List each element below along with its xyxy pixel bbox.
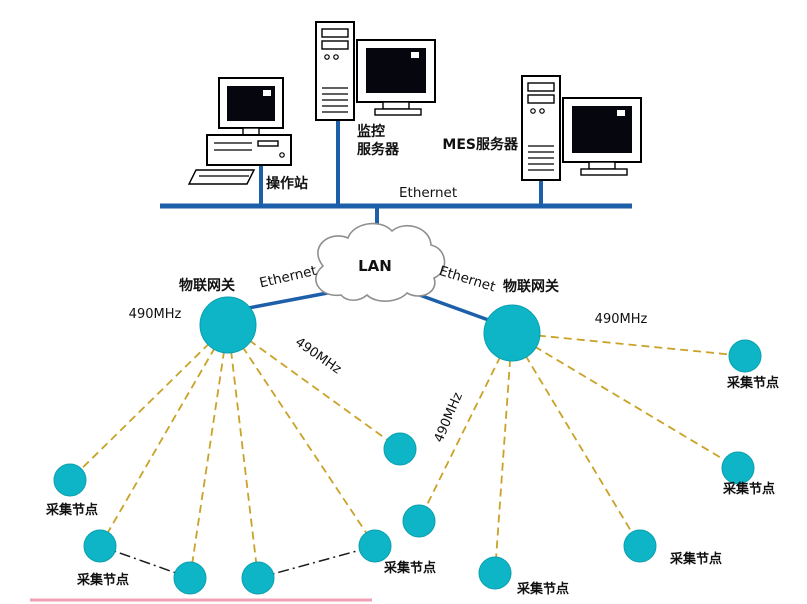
- sensor-nodes: [53, 339, 762, 595]
- wireless-link: [189, 324, 229, 579]
- server-tower-details: [321, 28, 349, 113]
- cloud-to-left-gateway-line: [242, 289, 339, 311]
- sensor-node-label: 采集节点: [383, 560, 436, 576]
- wireless-490mhz-links: [69, 324, 746, 579]
- freq-label-left-diagonal: 490MHz: [292, 335, 344, 378]
- wireless-link: [511, 332, 739, 469]
- desktop-case-details: [214, 140, 285, 158]
- wireless-link: [511, 332, 641, 547]
- mesh-links: [99, 545, 376, 579]
- monitor-neck: [242, 127, 260, 136]
- sensor-node: [358, 529, 392, 563]
- cloud-to-right-gateway-line: [413, 291, 495, 324]
- sensor-node-label: 采集节点: [45, 502, 98, 518]
- monitor-server-icon: [315, 21, 436, 121]
- sensor-node: [623, 529, 657, 563]
- wireless-link: [494, 332, 513, 574]
- wireless-link: [511, 332, 746, 357]
- operator-station-icon: [187, 77, 292, 185]
- iot-gateway-left-node: [199, 296, 257, 354]
- ethernet-wired-links: [160, 120, 632, 324]
- sensor-node-label: 采集节点: [722, 481, 775, 497]
- iot-gateway-right-node: [483, 304, 541, 362]
- lan-label: LAN: [358, 257, 392, 275]
- screen-glint: [617, 110, 625, 116]
- gateway-right-label: 物联网关: [503, 278, 559, 295]
- cloud-shape: [315, 222, 446, 302]
- sensor-node-label: 采集节点: [516, 581, 569, 597]
- ethernet-bus-label: Ethernet: [399, 185, 457, 201]
- wireless-link: [227, 324, 376, 547]
- sensor-node-label: 采集节点: [76, 572, 129, 588]
- mes-server-label: MES服务器: [442, 136, 519, 153]
- monitor-server-label-line2: 服务器: [357, 141, 400, 158]
- monitor-base: [374, 108, 422, 116]
- wireless-link: [69, 324, 229, 481]
- server-tower: [315, 21, 355, 121]
- monitor-base: [580, 168, 628, 176]
- screen-glint: [411, 52, 419, 58]
- server-tower: [521, 75, 561, 181]
- keyboard-icon: [187, 169, 256, 185]
- ethernet-right-link-label: Ethernet: [437, 263, 497, 295]
- lan-cloud: LAN: [315, 222, 446, 302]
- gateway-nodes: [199, 296, 541, 362]
- sensor-node: [53, 463, 87, 497]
- wireless-link: [227, 324, 259, 579]
- sensor-node: [402, 504, 436, 538]
- ethernet-left-link-label: Ethernet: [258, 263, 318, 292]
- sensor-node: [721, 451, 755, 485]
- sensor-node: [383, 432, 417, 466]
- screen-glint: [263, 90, 271, 96]
- sensor-node-label: 采集节点: [669, 551, 722, 567]
- gateway-left-label: 物联网关: [179, 277, 235, 294]
- mes-server-icon: [521, 75, 642, 181]
- sensor-node: [83, 529, 117, 563]
- sensor-node: [478, 556, 512, 590]
- mesh-link: [257, 545, 376, 579]
- monitor-neck: [382, 101, 410, 110]
- wireless-link: [227, 324, 401, 450]
- wireless-link: [99, 324, 229, 547]
- wireless-link: [418, 332, 513, 522]
- sensor-node: [728, 339, 762, 373]
- freq-label-right: 490MHz: [595, 312, 648, 327]
- sensor-node: [241, 561, 275, 595]
- freq-label-right-vertical: 490MHz: [432, 390, 466, 444]
- sensor-node-label: 采集节点: [726, 375, 779, 391]
- freq-label-left: 490MHz: [129, 307, 182, 322]
- monitor-neck: [588, 161, 616, 170]
- operator-station-label: 操作站: [266, 175, 308, 192]
- server-tower-details: [527, 82, 555, 171]
- sensor-node: [173, 561, 207, 595]
- monitor-server-label-line1: 监控: [357, 123, 385, 140]
